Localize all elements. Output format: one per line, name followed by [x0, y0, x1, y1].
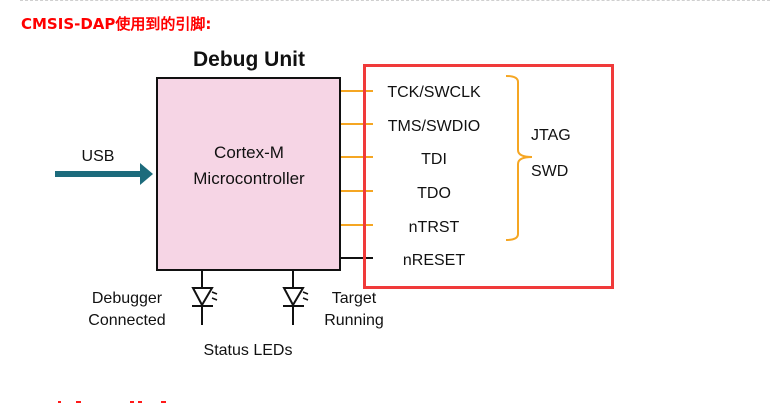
usb-arrow-icon	[55, 163, 153, 185]
pin-label-tdo: TDO	[417, 185, 451, 202]
mcu-label-line1: Cortex-M	[214, 143, 284, 162]
leds-caption: Status LEDs	[204, 342, 293, 359]
pin-label-tck: TCK/SWCLK	[387, 84, 481, 101]
usb-label: USB	[82, 148, 115, 165]
diagram-title: Debug Unit	[193, 48, 305, 71]
led-label-debugger-line1: Debugger	[92, 290, 163, 307]
brace-icon	[505, 75, 533, 241]
top-divider	[20, 0, 770, 1]
pin-label-ntrst: nTRST	[409, 219, 460, 236]
led-icon-debugger	[191, 270, 218, 325]
pin-label-tms: TMS/SWDIO	[388, 118, 480, 135]
highlight-box	[363, 64, 614, 289]
pin-lines	[341, 90, 373, 259]
protocol-label-jtag: JTAG	[531, 127, 571, 144]
pin-label-tdi: TDI	[421, 151, 447, 168]
mcu-box	[156, 77, 341, 271]
led-label-target-line1: Target	[332, 290, 377, 307]
led-label-debugger-line2: Connected	[88, 312, 165, 329]
mcu-label-line2: Microcontroller	[193, 169, 305, 188]
led-label-target-line2: Running	[324, 312, 384, 329]
cutoff-heading-fragment	[58, 401, 178, 404]
pin-label-nreset: nRESET	[403, 252, 465, 269]
section-heading: CMSIS-DAP使用到的引脚:	[21, 15, 212, 33]
led-icon-target	[282, 270, 309, 325]
protocol-label-swd: SWD	[531, 163, 568, 180]
